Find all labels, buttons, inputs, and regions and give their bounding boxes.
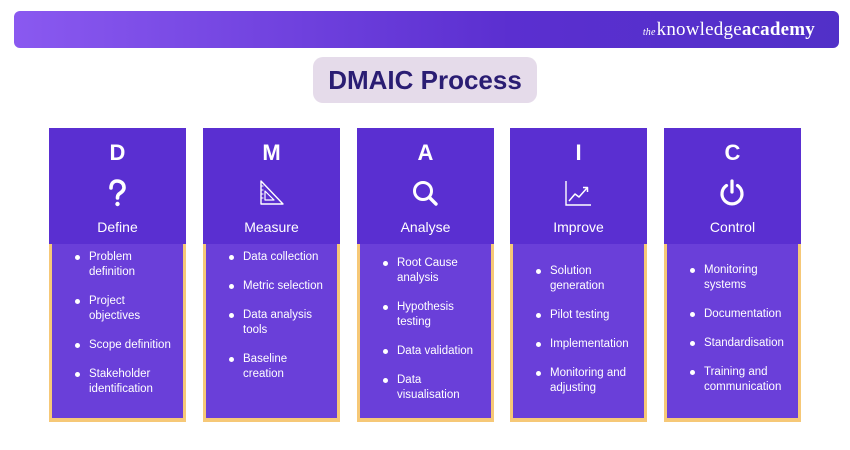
list-item: Monitoring and adjusting: [513, 366, 644, 396]
phase-label: Control: [709, 219, 756, 235]
power-icon: [717, 178, 747, 208]
phase-card-control: C Control Monitoring systems Documentati…: [664, 128, 801, 422]
phase-item-list: Problem definition Project objectives Sc…: [52, 250, 183, 411]
list-item: Data validation: [360, 344, 491, 359]
phase-letter: D: [109, 140, 126, 165]
list-item: Scope definition: [52, 338, 183, 353]
magnifier-icon: [410, 178, 440, 208]
phase-item-list: Data collection Metric selection Data an…: [206, 250, 337, 396]
brand-academy: academy: [741, 19, 815, 40]
phase-label: Measure: [244, 219, 299, 235]
question-mark-icon: [102, 178, 132, 208]
page-title: DMAIC Process: [328, 64, 522, 95]
phase-card-header: D Define: [49, 128, 186, 244]
phase-item-list: Root Cause analysis Hypothesis testing D…: [360, 256, 491, 417]
list-item: Data visualisation: [360, 373, 491, 403]
header-banner: theknowledgeacademy: [14, 11, 839, 48]
list-item: Documentation: [667, 307, 798, 322]
phase-card-header: M Measure: [203, 128, 340, 244]
brand-the: the: [642, 27, 656, 38]
list-item: Root Cause analysis: [360, 256, 491, 286]
phase-letter: C: [724, 140, 741, 165]
phase-item-list: Solution generation Pilot testing Implem…: [513, 264, 644, 410]
title-pill: DMAIC Process: [313, 57, 537, 103]
list-item: Project objectives: [52, 294, 183, 324]
phase-card-measure: M Measure Data collection Metric selecti…: [203, 128, 340, 422]
phase-card-body: Solution generation Pilot testing Implem…: [513, 244, 644, 418]
phase-card-header: C Control: [664, 128, 801, 244]
phase-card-improve: I Improve Solution generation Pilot test…: [510, 128, 647, 422]
phase-label: Improve: [553, 219, 604, 235]
phase-label: Define: [97, 219, 138, 235]
phase-card-body: Problem definition Project objectives Sc…: [52, 244, 183, 418]
set-square-ruler-icon: [256, 178, 286, 208]
list-item: Stakeholder identification: [52, 367, 183, 397]
phase-letter: M: [262, 140, 281, 165]
list-item: Hypothesis testing: [360, 300, 491, 330]
list-item: Implementation: [513, 337, 644, 352]
phase-card-header: I Improve: [510, 128, 647, 244]
phase-card-analyse: A Analyse Root Cause analysis Hypothesis…: [357, 128, 494, 422]
phase-card-define: D Define Problem definition Project obje…: [49, 128, 186, 422]
brand-logo: theknowledgeacademy: [643, 19, 815, 41]
list-item: Pilot testing: [513, 308, 644, 323]
line-chart-up-icon: [563, 178, 593, 208]
phase-letter: I: [575, 140, 582, 165]
phase-letter: A: [417, 140, 434, 165]
list-item: Training and communication: [667, 365, 798, 395]
phase-label: Analyse: [400, 219, 451, 235]
list-item: Data collection: [206, 250, 337, 265]
phase-card-body: Data collection Metric selection Data an…: [206, 244, 337, 418]
list-item: Metric selection: [206, 279, 337, 294]
phase-card-header: A Analyse: [357, 128, 494, 244]
phase-card-body: Root Cause analysis Hypothesis testing D…: [360, 244, 491, 418]
list-item: Baseline creation: [206, 352, 337, 382]
brand-knowledge: knowledge: [656, 19, 742, 40]
phase-card-body: Monitoring systems Documentation Standar…: [667, 244, 798, 418]
list-item: Problem definition: [52, 250, 183, 280]
list-item: Standardisation: [667, 336, 798, 351]
list-item: Monitoring systems: [667, 263, 798, 293]
list-item: Solution generation: [513, 264, 644, 294]
list-item: Data analysis tools: [206, 308, 337, 338]
phase-item-list: Monitoring systems Documentation Standar…: [667, 263, 798, 409]
